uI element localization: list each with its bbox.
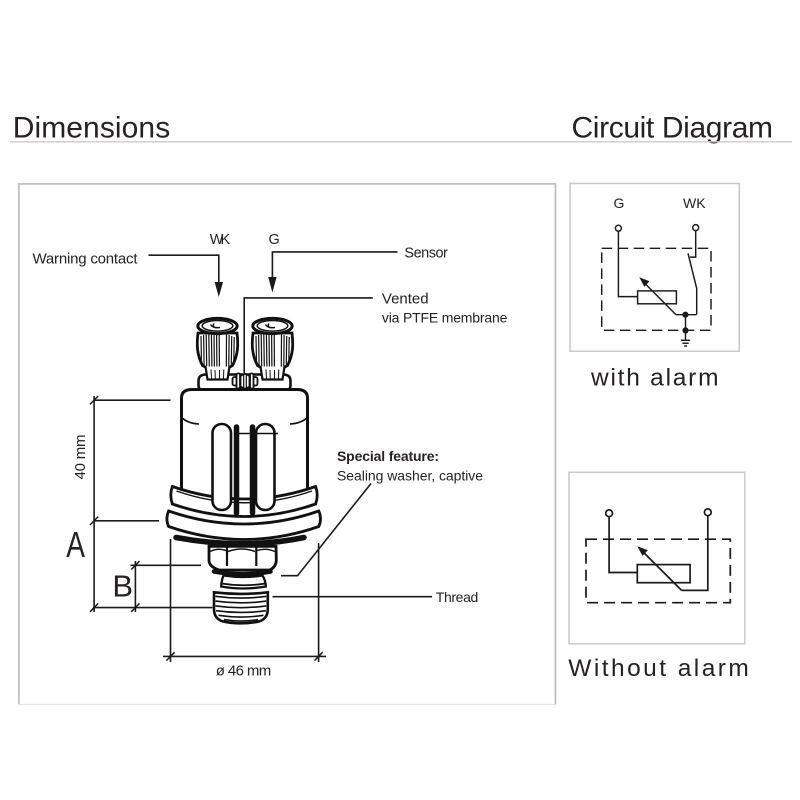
svg-text:A: A: [66, 525, 85, 565]
svg-text:40 mm: 40 mm: [72, 435, 89, 480]
svg-text:ø 46 mm: ø 46 mm: [216, 662, 271, 679]
svg-text:Thread: Thread: [436, 589, 479, 605]
svg-text:B: B: [112, 569, 133, 604]
svg-text:WK: WK: [683, 195, 706, 211]
svg-text:Circuit Diagram: Circuit Diagram: [572, 112, 774, 145]
svg-text:G: G: [269, 232, 280, 248]
svg-text:Special feature:: Special feature:: [337, 448, 439, 464]
svg-text:G: G: [614, 195, 625, 211]
svg-text:Warning contact: Warning contact: [33, 251, 139, 268]
svg-text:Vented: Vented: [382, 291, 429, 308]
svg-text:with alarm: with alarm: [590, 364, 719, 391]
svg-text:Dimensions: Dimensions: [13, 112, 171, 145]
svg-text:Sensor: Sensor: [404, 246, 448, 262]
svg-text:via PTFE membrane: via PTFE membrane: [382, 310, 508, 326]
svg-text:Without alarm: Without alarm: [568, 655, 749, 682]
svg-text:Sealing washer, captive: Sealing washer, captive: [337, 467, 483, 483]
svg-text:WK: WK: [210, 232, 231, 248]
